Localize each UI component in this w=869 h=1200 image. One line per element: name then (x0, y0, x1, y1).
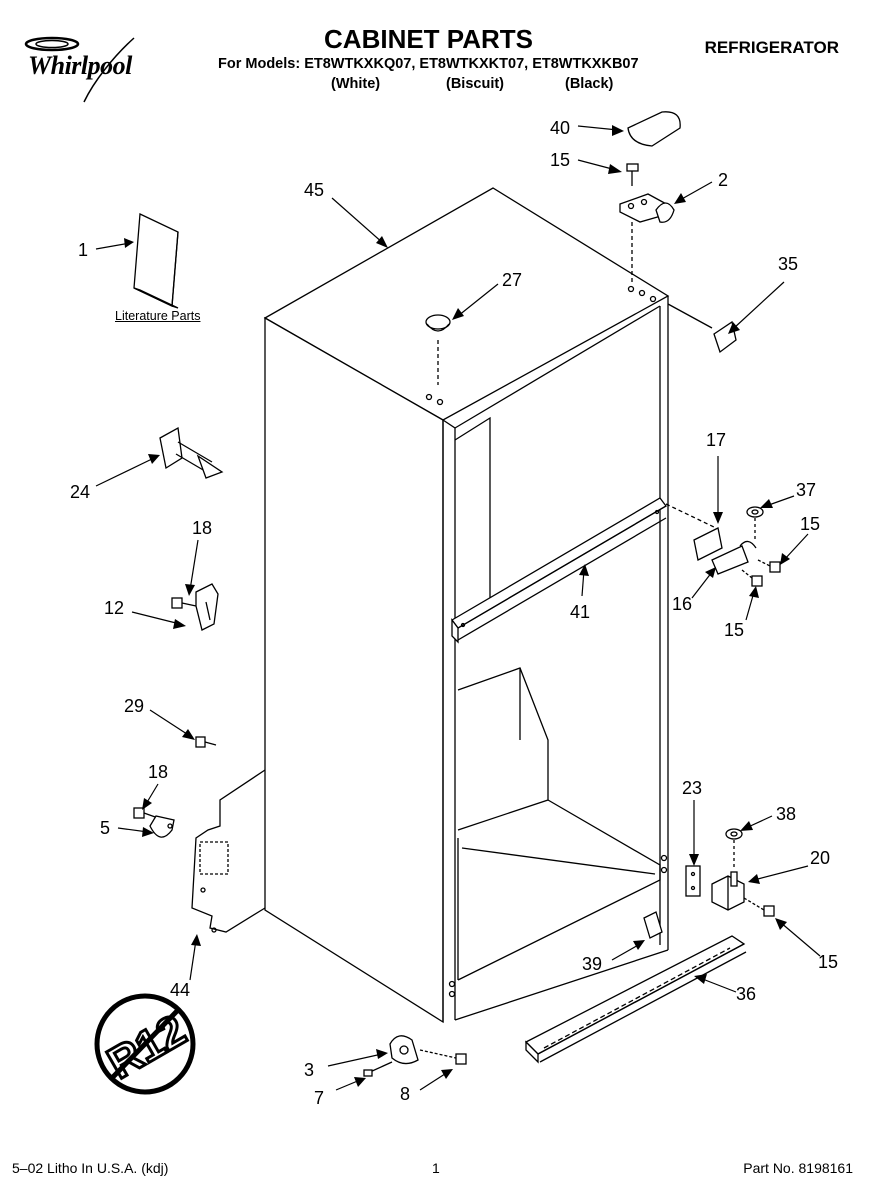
callout-40: 40 (550, 118, 570, 138)
hinge-cover (627, 111, 681, 147)
clamp-assembly (133, 807, 175, 838)
hinge-cap (667, 303, 737, 354)
callout-23: 23 (682, 778, 702, 798)
callout-41: 41 (570, 602, 590, 622)
callout-15-top: 15 (550, 150, 570, 170)
callout-45: 45 (304, 180, 324, 200)
color-biscuit: (Biscuit) (446, 76, 504, 92)
callout-labels: 1 2 3 5 7 8 12 15 15 15 15 16 17 18 18 2… (70, 118, 838, 1108)
cabinet-body (263, 187, 670, 1024)
callout-27: 27 (502, 270, 522, 290)
callout-16: 16 (672, 594, 692, 614)
callout-8: 8 (400, 1084, 410, 1104)
callout-24: 24 (70, 482, 90, 502)
color-white: (White) (331, 76, 381, 92)
cord-clip-assembly (171, 583, 219, 631)
footer-part-number: Part No. 8198161 (743, 1160, 853, 1176)
callout-5: 5 (100, 818, 110, 838)
center-hinge-assembly (665, 503, 781, 587)
literature-parts (133, 213, 179, 309)
callout-18-upper: 18 (192, 518, 212, 538)
callout-44: 44 (170, 980, 190, 1000)
toe-grille (524, 935, 747, 1064)
callout-15-bottom: 15 (818, 952, 838, 972)
color-black: (Black) (565, 76, 614, 92)
brand-name: Whirlpool (28, 51, 132, 80)
callout-12: 12 (104, 598, 124, 618)
callout-17: 17 (706, 430, 726, 450)
top-hinge-assembly (619, 163, 675, 282)
page-title: CABINET PARTS (324, 24, 533, 54)
lower-bracket (685, 865, 701, 897)
callout-1: 1 (78, 240, 88, 260)
product-type: REFRIGERATOR (704, 38, 839, 57)
whirlpool-logo (24, 36, 135, 103)
callout-15-center-upper: 15 (800, 514, 820, 534)
literature-parts-label: Literature Parts (115, 309, 201, 323)
callout-2: 2 (718, 170, 728, 190)
screw-29 (195, 736, 217, 748)
rear-access-panel (191, 769, 266, 933)
callout-3: 3 (304, 1060, 314, 1080)
callout-36: 36 (736, 984, 756, 1004)
callout-7: 7 (314, 1088, 324, 1108)
callout-15-center-lower: 15 (724, 620, 744, 640)
callout-20: 20 (810, 848, 830, 868)
grille-clip (643, 911, 663, 939)
bottom-hinge-assembly (711, 828, 775, 917)
callout-39: 39 (582, 954, 602, 974)
top-plug (425, 314, 451, 385)
divider-rail (451, 497, 667, 644)
footer-page-number: 1 (432, 1160, 440, 1176)
model-list: For Models: ET8WTKXKQ07, ET8WTKXKT07, ET… (218, 56, 639, 72)
callout-37: 37 (796, 480, 816, 500)
callout-18-lower: 18 (148, 762, 168, 782)
callout-38: 38 (776, 804, 796, 824)
door-stop-pin (159, 426, 224, 479)
leader-lines (95, 125, 821, 1091)
callout-29: 29 (124, 696, 144, 716)
callout-35: 35 (778, 254, 798, 274)
footer-print-info: 5–02 Litho In U.S.A. (kdj) (12, 1160, 169, 1176)
no-r12-symbol: R12 (94, 993, 196, 1095)
roller-assembly (363, 1035, 467, 1077)
